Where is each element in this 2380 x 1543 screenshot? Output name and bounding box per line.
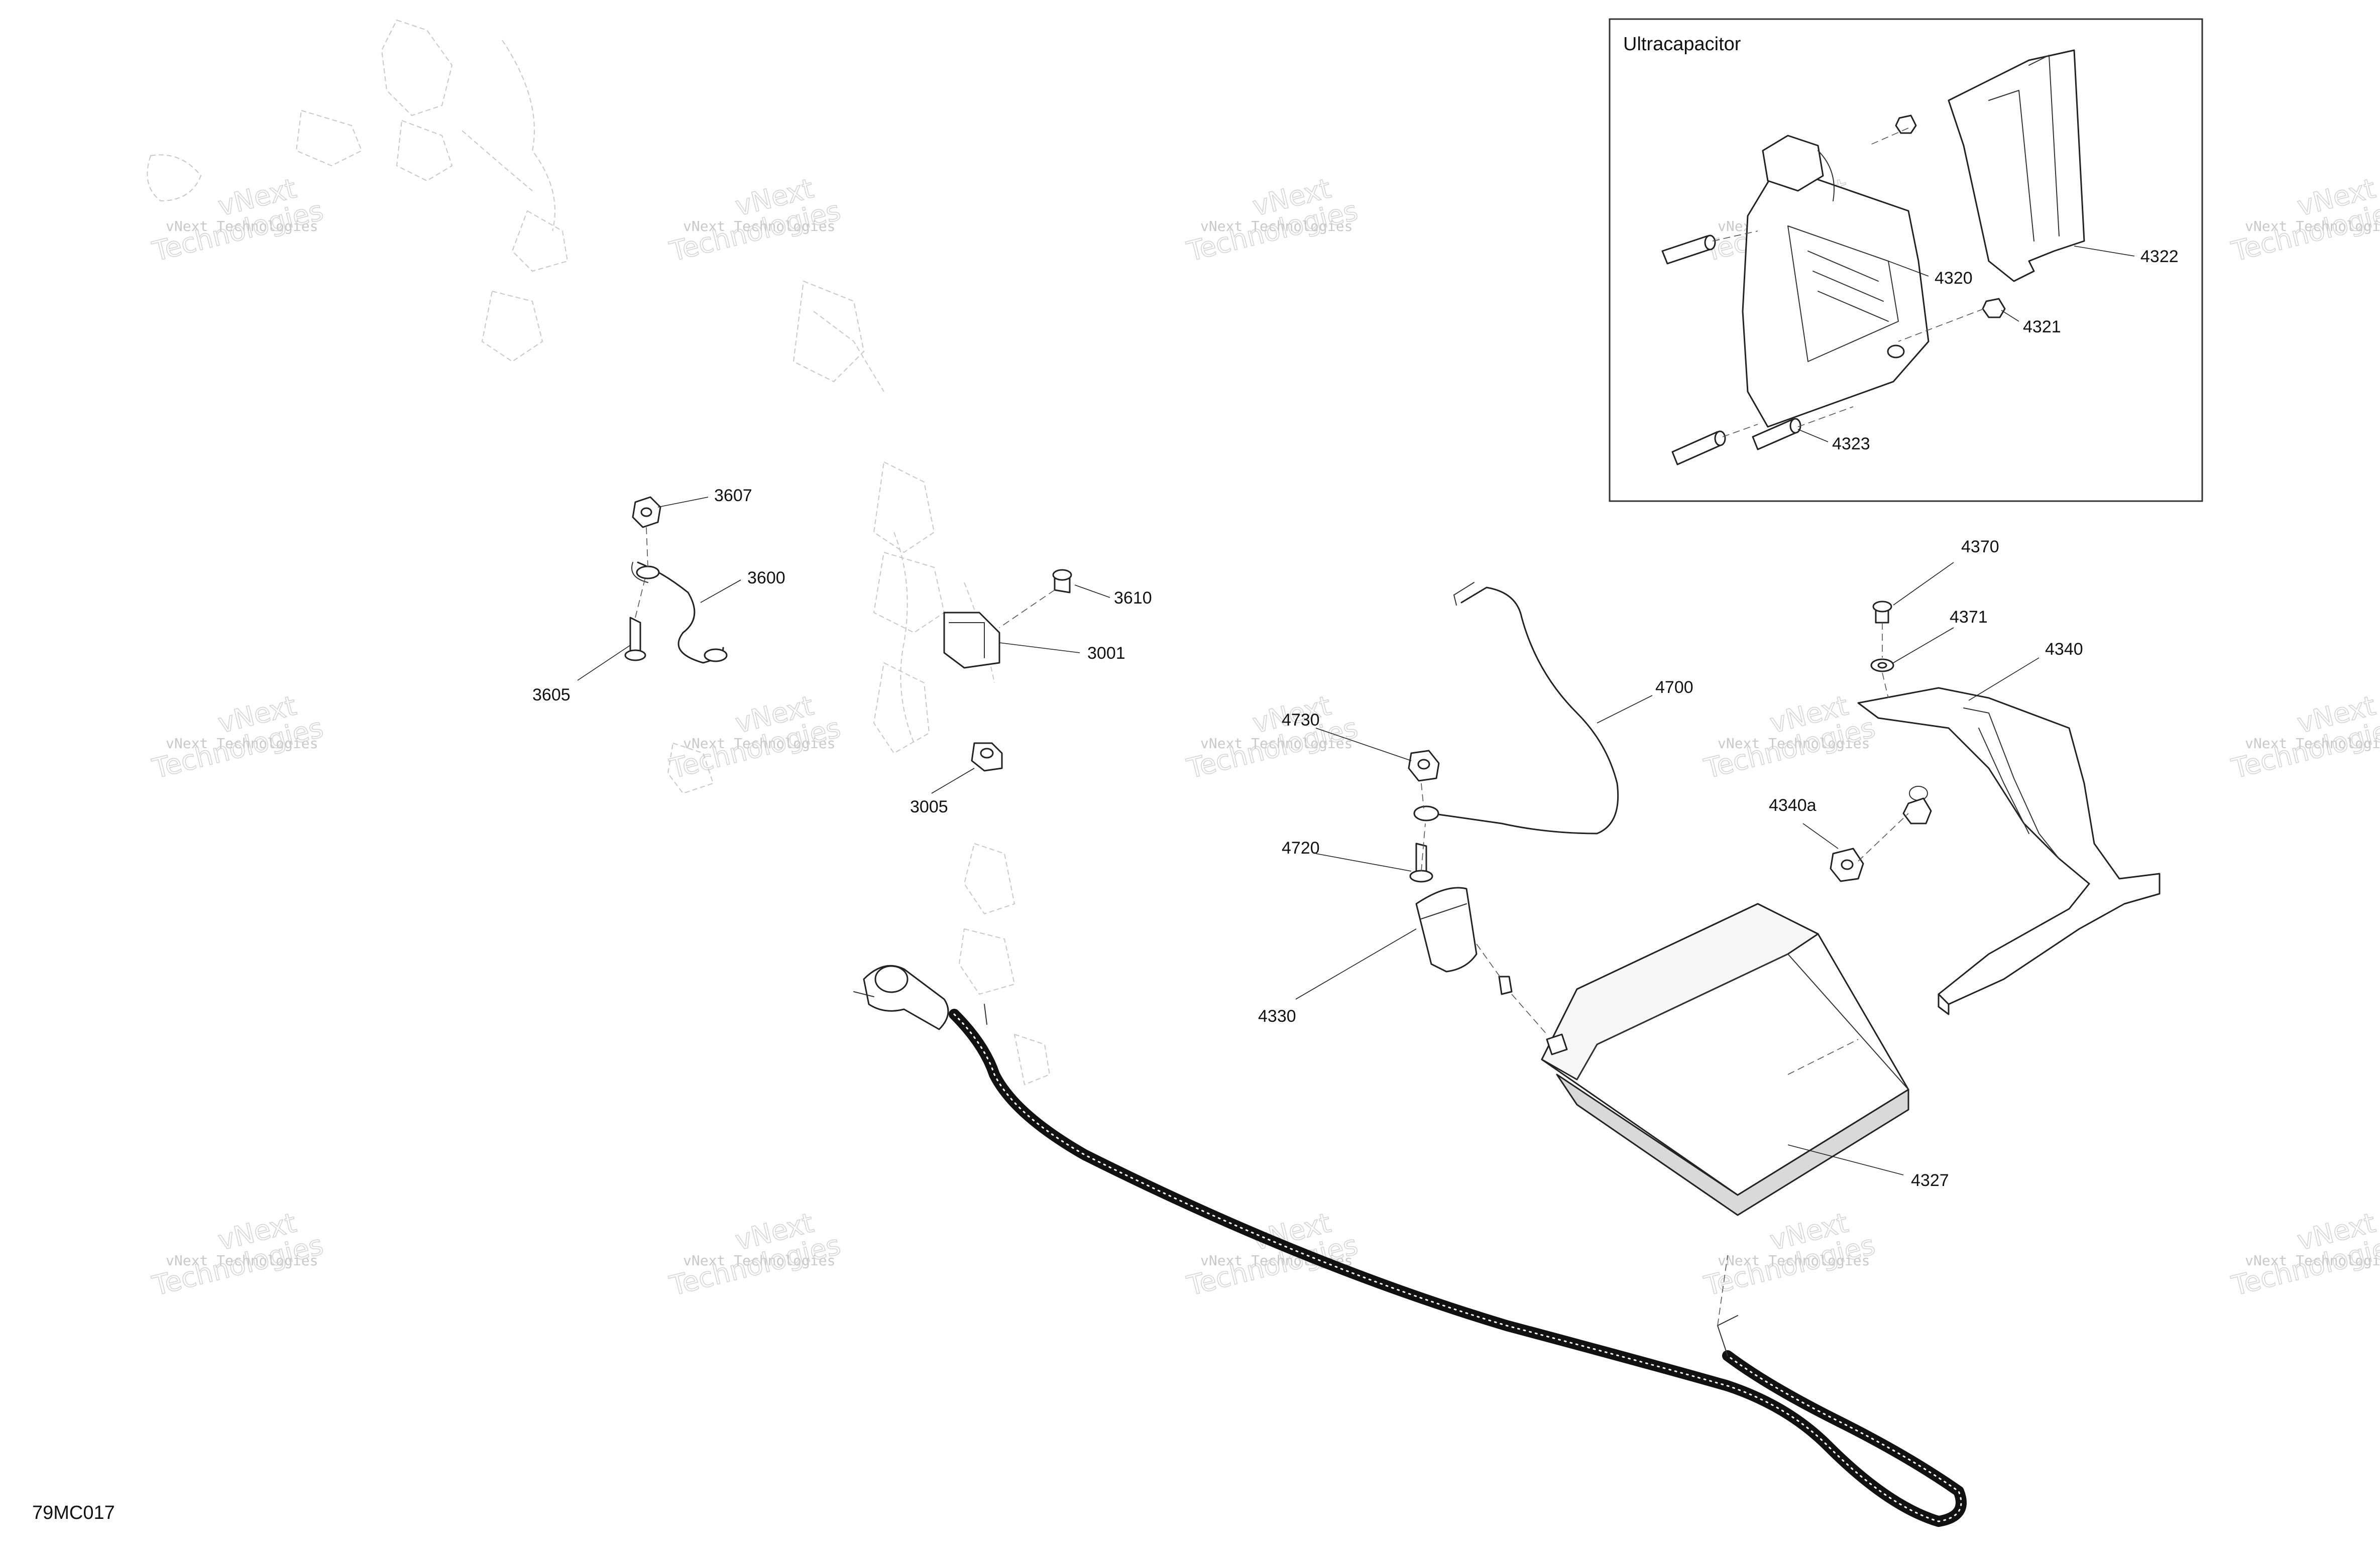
diagram-reference-code: 79MC017 (32, 1502, 115, 1523)
callout-4370: 4370 (1961, 537, 1999, 556)
bracket-4340 (1830, 601, 2161, 1015)
ultracapacitor-inset: Ultracapacitor (1609, 18, 2203, 502)
callout-labels: 3607 3600 3605 3610 3001 3005 4370 4371 … (532, 247, 2179, 1190)
leader-lines (577, 246, 2135, 1175)
callout-3607: 3607 (714, 486, 752, 505)
callout-4322: 4322 (2140, 247, 2179, 266)
battery-4327 (1541, 903, 1909, 1216)
callout-4720: 4720 (1282, 839, 1320, 858)
callout-4320: 4320 (1935, 269, 1973, 288)
cable-4700 (1408, 582, 1619, 883)
watermark-text: vNext Technologies (2245, 1252, 2380, 1269)
callout-4321: 4321 (2023, 317, 2061, 336)
watermark-text: vNext Technologies (166, 218, 318, 234)
callout-3001: 3001 (1087, 644, 1125, 663)
background-harness-ghost (147, 20, 1050, 1085)
watermark-text: vNext Technologies (683, 1252, 835, 1269)
callout-4323: 4323 (1832, 434, 1870, 453)
ground-strap-3600 (624, 496, 728, 664)
watermark-text: vNext Technologies (1200, 218, 1352, 234)
watermark-text: vNext Technologies (683, 218, 835, 234)
watermark-text: vNext Technologies (2245, 735, 2380, 752)
callout-4330: 4330 (1258, 1007, 1296, 1026)
relay-3001 (943, 569, 1072, 772)
assembly-dash-lines (635, 527, 1909, 1326)
callout-3005: 3005 (910, 797, 948, 816)
battery-cable-loom (853, 965, 1967, 1527)
watermark-text: vNext Technologies (1200, 735, 1352, 752)
watermark-text: vNext Technologies (166, 735, 318, 752)
callout-4340: 4340 (2045, 640, 2083, 659)
callout-3610: 3610 (1114, 588, 1152, 608)
callout-4700: 4700 (1655, 678, 1693, 697)
callout-4730: 4730 (1282, 710, 1320, 730)
watermark-text: vNext Technologies (1718, 735, 1870, 752)
watermark-text: vNext Technologies (683, 735, 835, 752)
watermark-text: vNext Technologies (2245, 218, 2380, 234)
callout-3605: 3605 (532, 685, 571, 704)
inset-frame (1609, 18, 2203, 502)
callout-4327: 4327 (1911, 1171, 1949, 1190)
watermark-text: vNext Technologies (1718, 1252, 1870, 1269)
watermark-text: vNext Technologies (166, 1252, 318, 1269)
callout-3600: 3600 (747, 568, 785, 587)
terminal-cap-4330 (1415, 887, 1513, 995)
callout-4371: 4371 (1950, 608, 1988, 627)
inset-title: Ultracapacitor (1623, 34, 1741, 55)
callout-4340a: 4340a (1769, 796, 1817, 815)
